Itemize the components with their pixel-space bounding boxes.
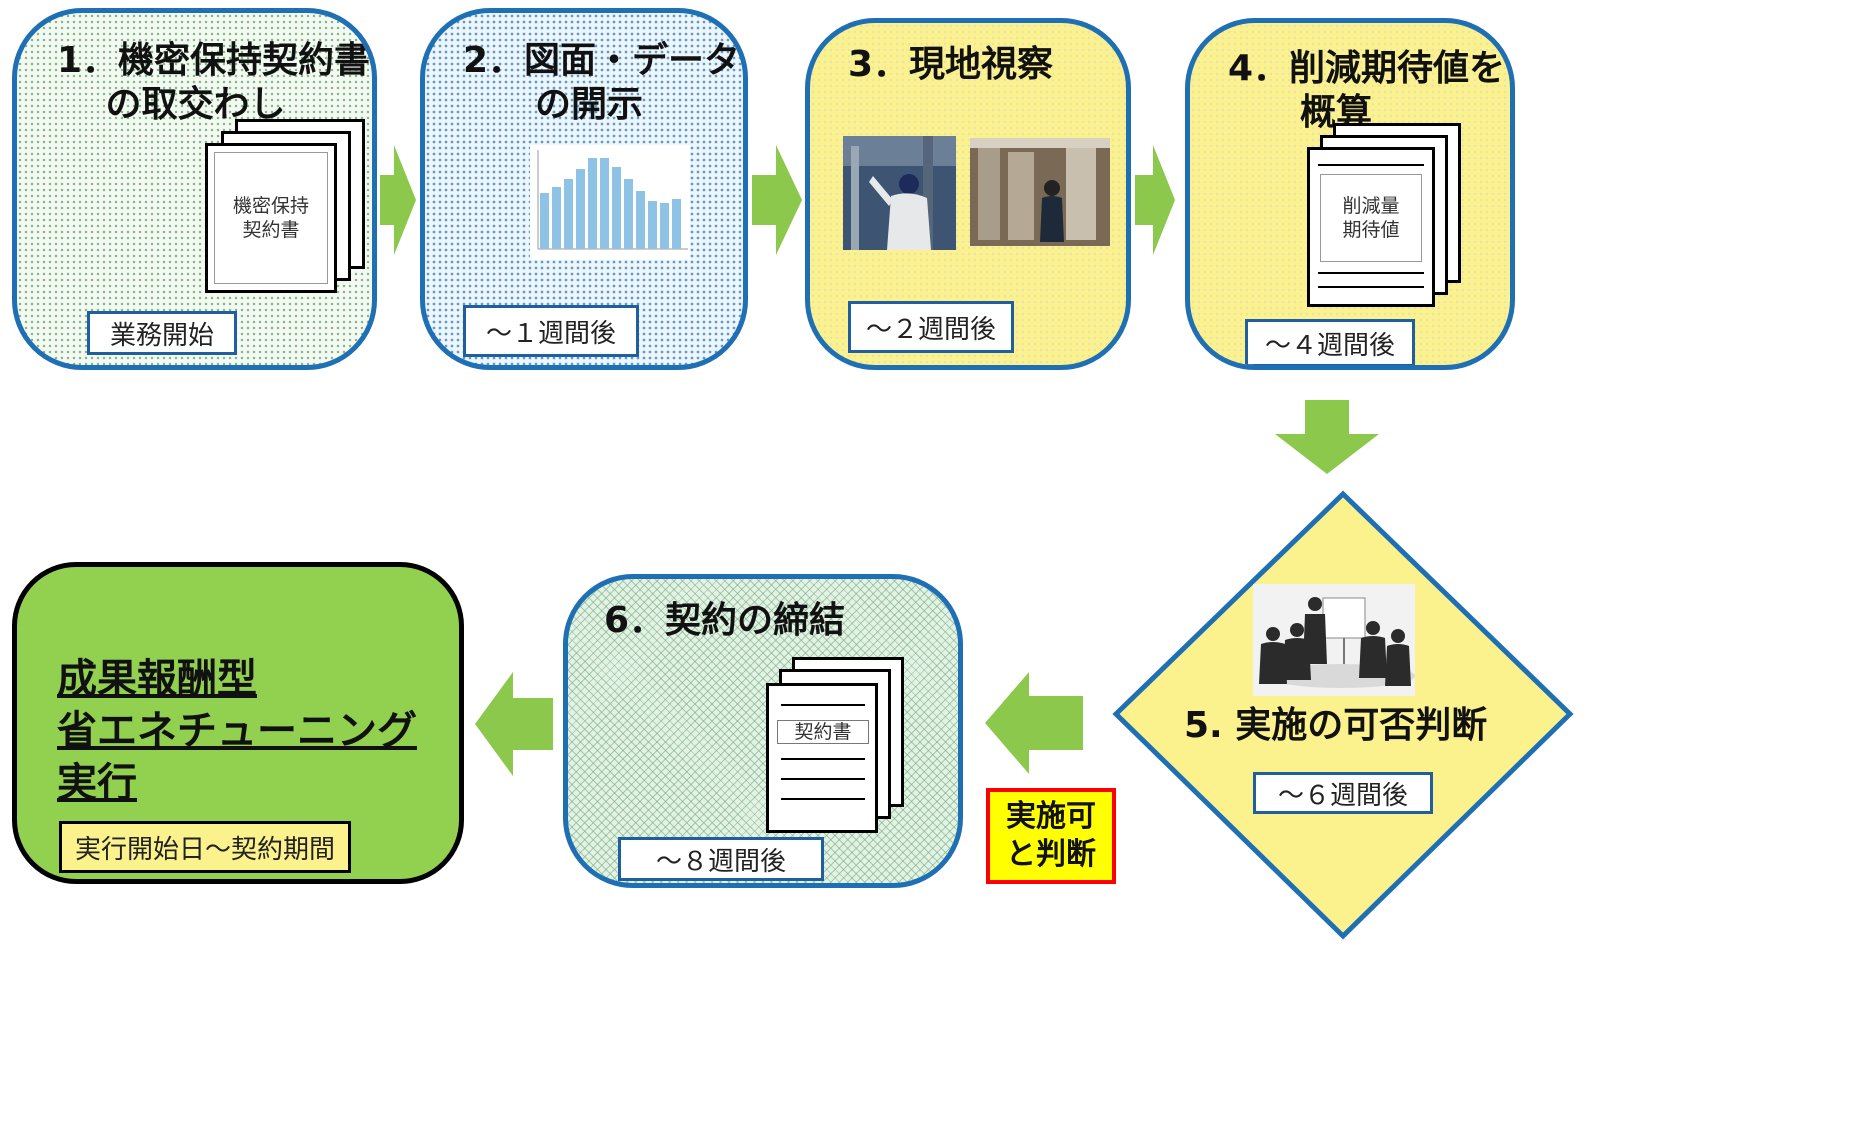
step-2-box: 2．図面・データ の開示 ～１週間後 (420, 8, 748, 370)
right-arrow-icon (752, 145, 802, 255)
left-arrow-icon (985, 672, 1083, 774)
bar-chart-thumbnail (530, 145, 690, 260)
step-1-box: 1．機密保持契約書 の取交わし 機密保持 契約書 業務開始 (12, 8, 377, 370)
site-visit-photo-2 (970, 138, 1110, 246)
right-arrow-icon (1135, 145, 1175, 255)
step-6-doc-label: 契約書 (777, 720, 869, 744)
step-4-doc-label: 削減量 期待値 (1320, 174, 1422, 262)
step-6-title: 6．契約の締結 (604, 600, 846, 641)
decision-label-text: 実施可 と判断 (1006, 799, 1096, 872)
final-box: 成果報酬型 省エネチューニング 実行 実行開始日～契約期間 (12, 562, 464, 884)
final-title-line1: 成果報酬型 (57, 656, 257, 702)
meeting-photo (1253, 584, 1415, 696)
step-3-tag: ～２週間後 (848, 301, 1014, 353)
step-4-box: 4．削減期待値を 概算 削減量 期待値 ～４週間後 (1185, 18, 1515, 370)
step-1-title: 1．機密保持契約書 の取交わし (57, 40, 371, 125)
step-3-box: 3．現地視察 ～２週間後 (805, 18, 1131, 370)
final-title-line2: 省エネチューニング (57, 708, 417, 754)
step-5-diamond (1112, 490, 1574, 940)
down-arrow-icon (1275, 400, 1379, 474)
step-6-box: 6．契約の締結 契約書 ～８週間後 (563, 574, 963, 888)
step-1-tag: 業務開始 (87, 311, 237, 355)
left-arrow-icon (475, 672, 553, 776)
final-tag: 実行開始日～契約期間 (59, 821, 351, 873)
final-title-line3: 実行 (57, 760, 137, 806)
final-title: 成果報酬型 省エネチューニング 実行 (57, 653, 417, 809)
step-3-title: 3．現地視察 (848, 44, 1054, 85)
site-visit-photo-1 (843, 136, 956, 250)
step-1-doc-label: 機密保持 契約書 (214, 152, 328, 284)
step-5-tag: ～６週間後 (1253, 772, 1433, 814)
step-4-title: 4．削減期待値を 概算 (1228, 48, 1506, 133)
step-2-title: 2．図面・データ の開示 (463, 40, 741, 125)
step-2-tag: ～１週間後 (463, 305, 639, 357)
step-5-title: 5. 実施の可否判断 (1184, 705, 1488, 746)
right-arrow-icon (380, 145, 416, 255)
decision-label: 実施可 と判断 (986, 788, 1116, 884)
step-6-tag: ～８週間後 (618, 837, 824, 881)
step-4-tag: ～４週間後 (1245, 319, 1415, 365)
